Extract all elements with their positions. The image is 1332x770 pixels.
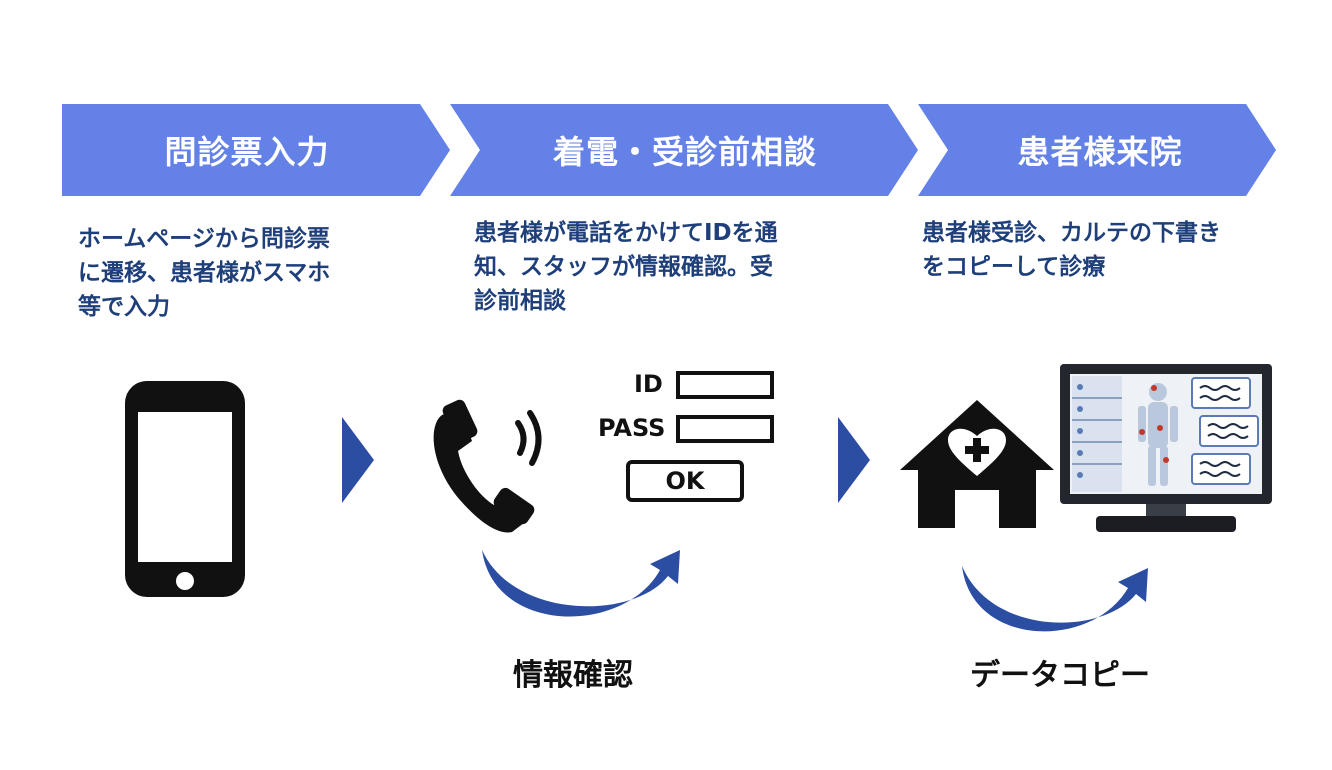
step-3-description-line: 患者様受診、カルテの下書き [922,220,1221,246]
step-2-title: 着電・受診前相談 [552,133,817,171]
phone-handset-icon [433,399,542,533]
step-2-description: 患者様が電話をかけてIDを通 知、スタッフが情報確認。受 診前相談 [474,216,778,318]
curved-arrow-icon [962,566,1148,632]
smartphone-icon [125,381,245,597]
step-2-description-line: 知、スタッフが情報確認。受 [474,254,773,280]
triangle-arrow-icon [838,417,870,503]
step-3-description: 患者様受診、カルテの下書き をコピーして診療 [922,216,1221,284]
pass-field [676,415,774,443]
triangle-arrow-icon [342,417,374,503]
pass-label: PASS [598,414,666,442]
step-2-description-line: 診前相談 [474,288,566,314]
ok-label: OK [665,467,705,495]
data-copy-caption: データコピー [970,658,1150,693]
id-field [676,371,774,399]
process-banner [62,104,1276,196]
step-2-description-line: 患者様が電話をかけてIDを通 [474,220,778,246]
ok-button: OK [626,460,744,502]
step-1-banner [62,104,450,196]
step-1-description: ホームページから問診票 に遷移、患者様がスマホ 等で入力 [78,222,330,324]
step-3-title: 患者様来院 [1017,133,1183,171]
step-3-description-line: をコピーして診療 [922,254,1106,280]
step-1-description-line: に遷移、患者様がスマホ [78,260,331,286]
step-1-title: 問診票入力 [164,133,330,171]
step-2-banner [450,104,918,196]
step-1-description-line: ホームページから問診票 [78,226,330,252]
medical-monitor-icon [1060,364,1272,532]
step-1-description-line: 等で入力 [78,294,170,320]
curved-arrow-icon [482,550,680,617]
info-check-caption: 情報確認 [513,658,633,693]
id-label: ID [634,370,663,398]
clinic-house-icon [900,400,1054,528]
step-3-banner [918,104,1276,196]
